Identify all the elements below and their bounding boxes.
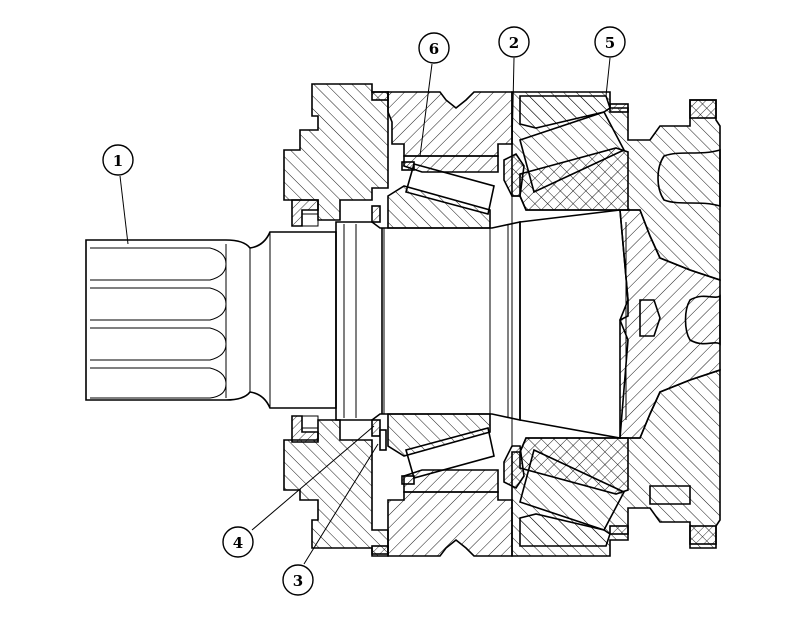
spacer-ring-2 xyxy=(503,152,525,490)
housing-middle xyxy=(387,91,513,557)
bearing-5-roller-upper xyxy=(519,111,626,194)
bearing-6-cone-lower xyxy=(387,413,491,457)
callout-5: 5 xyxy=(594,26,626,58)
leader-1 xyxy=(119,175,129,245)
callout-3-label: 3 xyxy=(293,572,303,590)
bearing-5-cone-lower xyxy=(519,437,629,495)
leader-3 xyxy=(303,443,379,565)
leader-6 xyxy=(419,63,433,157)
bearing-6-cup-upper xyxy=(403,155,499,173)
leader-5 xyxy=(605,57,611,97)
bearing-6-roller-upper xyxy=(405,163,495,215)
bearing-5-cone-upper xyxy=(519,147,629,211)
seal-lower xyxy=(291,415,319,443)
callout-3: 3 xyxy=(282,564,314,596)
bearing-6-cup-lower xyxy=(403,469,499,493)
gasket-marks xyxy=(371,91,629,555)
callout-1: 1 xyxy=(102,144,134,176)
housing-left-flange xyxy=(283,83,389,557)
callout-2-label: 2 xyxy=(509,34,519,52)
callout-4-label: 4 xyxy=(233,534,243,552)
callout-1-label: 1 xyxy=(113,152,123,170)
retaining-ring-4 xyxy=(371,205,381,437)
bearing-5-roller-lower xyxy=(519,448,626,531)
shaft xyxy=(85,209,629,439)
callout-6: 6 xyxy=(418,32,450,64)
bearing-6-cone-upper xyxy=(387,185,491,229)
callout-5-label: 5 xyxy=(605,34,615,52)
seal-upper xyxy=(291,199,319,227)
callout-4: 4 xyxy=(222,526,254,558)
leader-2 xyxy=(511,57,515,151)
bearing-6-roller-lower xyxy=(405,427,495,479)
leader-lines xyxy=(119,57,611,565)
retaining-ring-3 xyxy=(379,228,387,451)
callout-6-label: 6 xyxy=(429,40,439,58)
callout-2: 2 xyxy=(498,26,530,58)
central-body xyxy=(619,209,721,439)
leader-4 xyxy=(251,425,375,531)
